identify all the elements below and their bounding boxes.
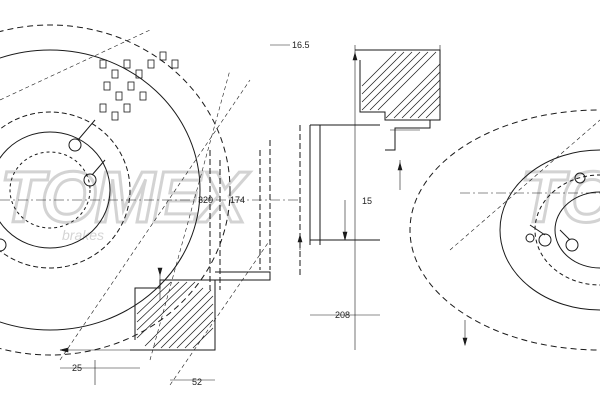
dim-disc-thickness: 16.5 bbox=[292, 40, 310, 50]
dim-center-bore: 208 bbox=[335, 310, 350, 320]
section-hatch-top bbox=[361, 51, 441, 119]
rear-view-disc bbox=[409, 109, 600, 351]
tomex-watermark-left: TOMEX brakes bbox=[0, 157, 254, 244]
svg-text:brakes: brakes bbox=[62, 227, 104, 243]
section-hatch-bottom bbox=[136, 281, 214, 349]
dim-hub-diameter: 174 bbox=[230, 195, 245, 205]
cross-section-view bbox=[130, 49, 441, 351]
projection-lines bbox=[0, 29, 271, 386]
dim-outer-diameter: 320 bbox=[198, 195, 213, 205]
front-view-disc bbox=[0, 24, 231, 356]
dim-offset: 52 bbox=[192, 377, 202, 387]
rear-projection-line bbox=[449, 119, 600, 251]
dimension-lines bbox=[59, 44, 468, 385]
svg-text:TOMEX: TOMEX bbox=[520, 158, 600, 238]
dim-disc-height: 15 bbox=[362, 196, 372, 206]
drill-hole-pattern bbox=[99, 51, 179, 121]
tomex-watermark-right: TOMEX bbox=[519, 157, 600, 240]
dim-friction-ring-height: 25 bbox=[72, 363, 82, 373]
